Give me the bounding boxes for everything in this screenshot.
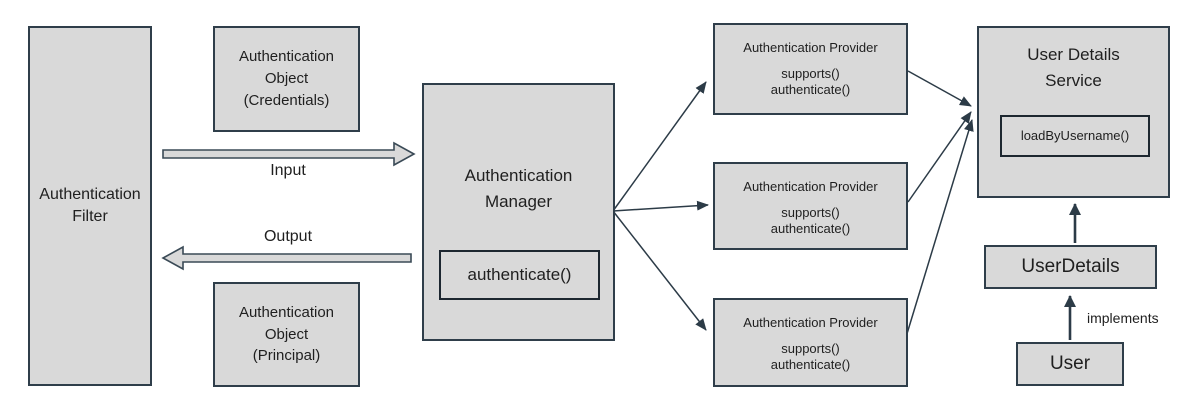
user-details-service-label-line2: Service <box>1045 70 1102 90</box>
credentials-label-line1: Authentication <box>238 48 335 66</box>
authentication-filter-label-line1: Authentication <box>39 185 141 203</box>
userdetails-label: UserDetails <box>1021 255 1120 277</box>
authentication-manager-label-line2: Manager <box>484 191 553 211</box>
authentication-manager-title: Authentication Manager <box>465 163 573 214</box>
credentials-label-line2: Object <box>264 70 309 88</box>
authentication-filter-node: Authentication Filter <box>28 26 152 386</box>
authentication-provider-1-node: Authentication Provider supports() authe… <box>713 23 908 115</box>
edge-provider-3-to-uds <box>905 119 974 338</box>
provider-2-title: Authentication Provider <box>743 179 878 194</box>
provider-1-methods: supports() authenticate() <box>771 66 851 99</box>
user-details-service-label-line1: User Details <box>1027 45 1120 64</box>
credentials-label-line3: (Credentials) <box>243 91 330 109</box>
edge-manager-to-provider-2 <box>612 200 709 212</box>
user-node: User <box>1016 342 1124 386</box>
edge-provider-2-to-uds <box>907 111 972 203</box>
provider-1-title: Authentication Provider <box>743 40 878 55</box>
authentication-manager-node: Authentication Manager authenticate() <box>422 83 615 341</box>
input-block-arrow <box>162 141 416 167</box>
provider-3-method-supports: supports() <box>781 340 840 356</box>
authenticate-method-box: authenticate() <box>439 250 600 300</box>
user-label: User <box>1049 352 1091 374</box>
provider-2-methods: supports() authenticate() <box>771 205 851 238</box>
principal-label-line3: (Principal) <box>252 347 321 365</box>
edge-provider-1-to-uds <box>907 70 972 107</box>
userdetails-node: UserDetails <box>984 245 1157 289</box>
authentication-object-principal-node: Authentication Object (Principal) <box>213 282 360 387</box>
provider-1-method-authenticate: authenticate() <box>770 81 851 97</box>
input-edge-label: Input <box>270 162 306 179</box>
provider-3-title: Authentication Provider <box>743 315 878 330</box>
loadbyusername-method-box: loadByUsername() <box>1000 115 1150 157</box>
provider-1-method-supports: supports() <box>781 65 840 81</box>
output-edge-label: Output <box>263 228 313 245</box>
edge-manager-to-provider-3 <box>612 210 707 331</box>
authentication-filter-label-line2: Filter <box>72 208 108 225</box>
implements-edge-label: implements <box>1087 310 1159 326</box>
output-block-arrow <box>161 245 412 271</box>
authentication-manager-label-line1: Authentication <box>464 166 573 185</box>
user-details-service-title: User Details Service <box>1027 42 1120 93</box>
provider-3-methods: supports() authenticate() <box>771 341 851 374</box>
authenticate-method-label: authenticate() <box>467 265 572 285</box>
loadbyusername-method-label: loadByUsername() <box>1020 127 1130 143</box>
provider-2-method-supports: supports() <box>781 204 840 220</box>
authentication-provider-2-node: Authentication Provider supports() authe… <box>713 162 908 250</box>
authentication-provider-3-node: Authentication Provider supports() authe… <box>713 298 908 387</box>
provider-3-method-authenticate: authenticate() <box>770 356 851 372</box>
principal-label-line1: Authentication <box>238 303 335 321</box>
authentication-object-credentials-node: Authentication Object (Credentials) <box>213 26 360 132</box>
edge-manager-to-provider-1 <box>612 81 707 212</box>
provider-2-method-authenticate: authenticate() <box>770 220 851 236</box>
principal-label-line2: Object <box>264 325 309 343</box>
user-details-service-node: User Details Service loadByUsername() <box>977 26 1170 198</box>
